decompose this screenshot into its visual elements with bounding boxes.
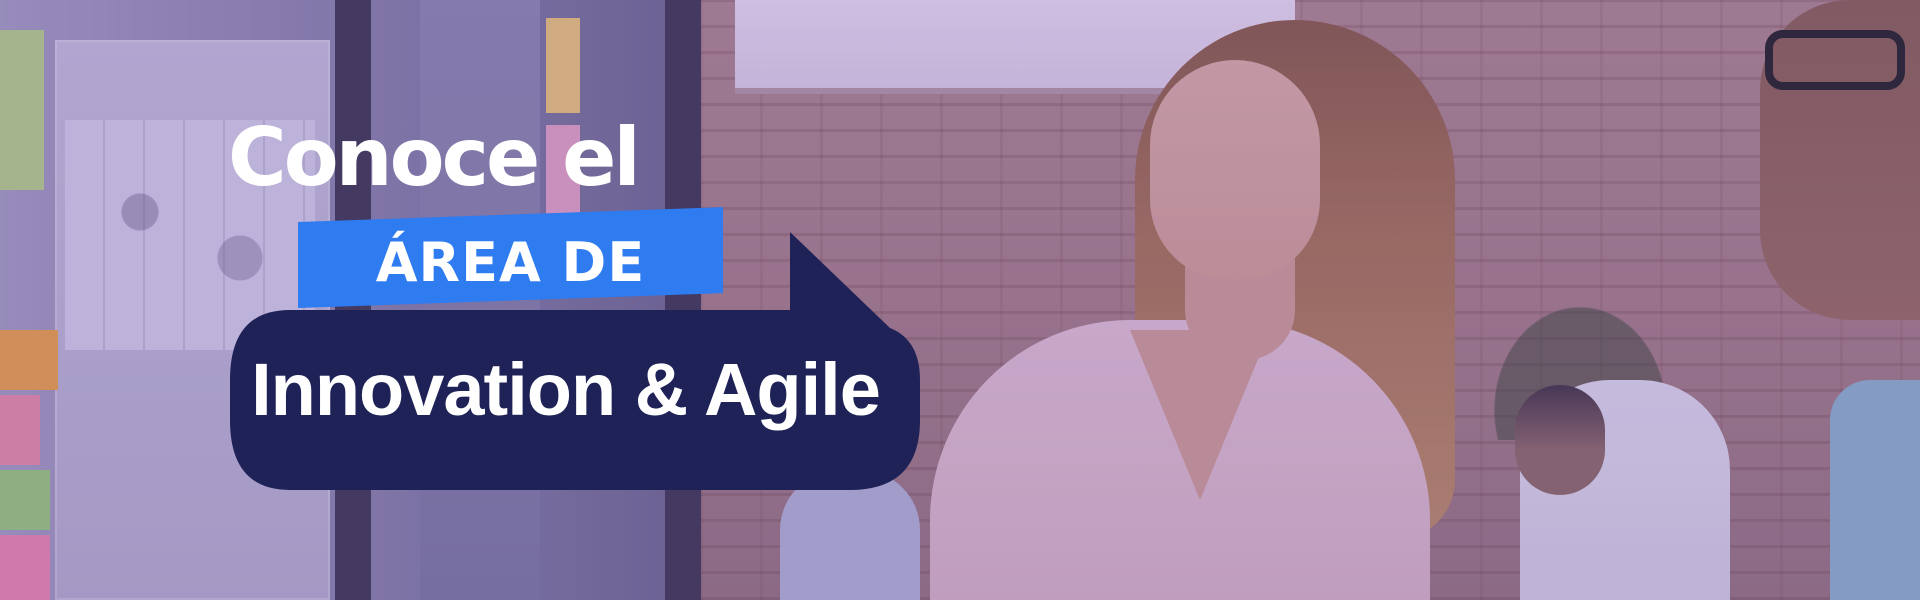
area-name: Innovation & Agile (251, 348, 881, 431)
headline: Conoce el (228, 111, 641, 204)
area-label: ÁREA DE (375, 231, 646, 294)
speech-bubble (230, 232, 920, 490)
speech-bubble-shape (230, 232, 920, 490)
